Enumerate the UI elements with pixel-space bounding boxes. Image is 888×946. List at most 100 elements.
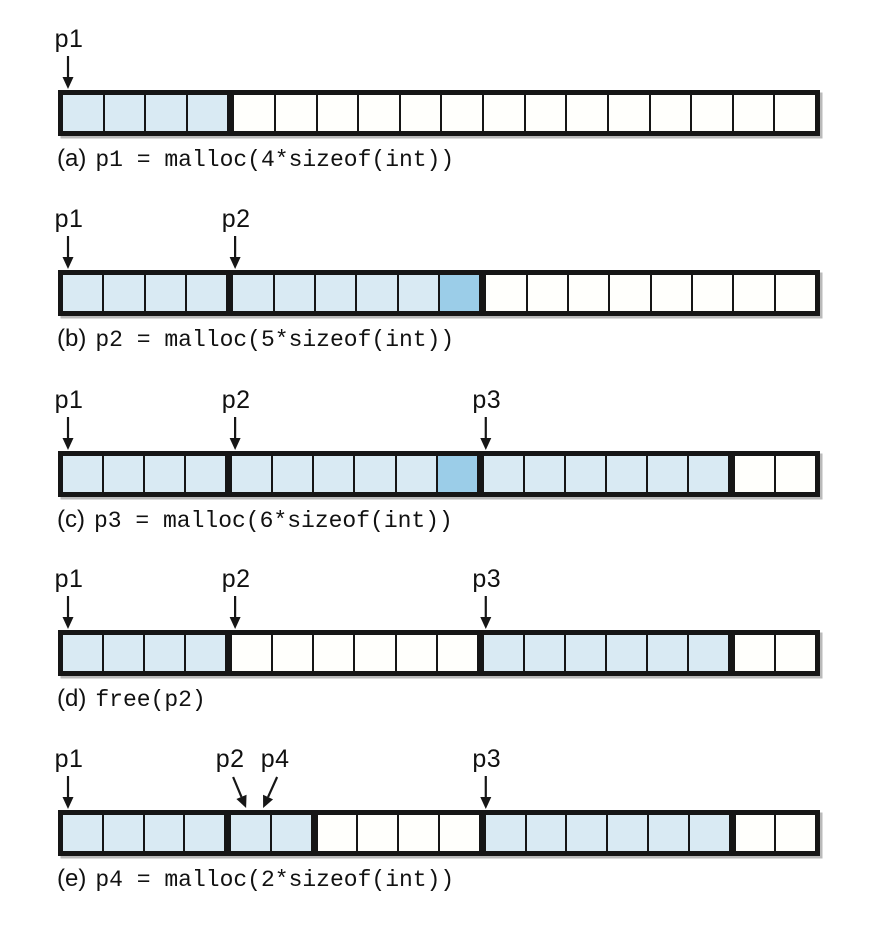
heap-cell: [565, 635, 605, 671]
pointer-arrow-layer: [62, 596, 492, 629]
pointer-arrowhead-p1: [62, 77, 74, 89]
pointer-label-p4: p4: [260, 745, 290, 773]
heap-cell: [689, 815, 729, 851]
heap-cell: [647, 456, 687, 492]
heap-cell: [398, 275, 438, 311]
heap-cell: [525, 95, 566, 131]
heap-cell: [733, 95, 774, 131]
heap-cell: [735, 815, 775, 851]
pointer-arrowhead-p1: [62, 617, 74, 629]
heap-cell: [400, 95, 441, 131]
heap-cell: [776, 815, 816, 851]
pointer-arrowhead-p2: [229, 438, 241, 450]
heap-cell: [145, 275, 185, 311]
heap-cell: [524, 635, 564, 671]
pointer-label-p1: p1: [54, 565, 84, 593]
heap-cell: [273, 635, 313, 671]
heap-cell: [692, 95, 732, 131]
heap-cell: [692, 275, 733, 311]
heap-cell: [483, 635, 523, 671]
heap-cell: [273, 456, 313, 492]
pointer-arrowhead-p3: [480, 617, 492, 629]
heap-cell: [359, 95, 399, 131]
caption-code: free(p2): [95, 687, 206, 713]
heap-cell: [315, 275, 356, 311]
heap-cell: [234, 95, 275, 131]
heap-cell: [186, 456, 226, 492]
heap-cell: [606, 635, 646, 671]
heap-cell: [63, 456, 103, 492]
heap-cell: [357, 275, 397, 311]
pointer-arrowhead-p2: [236, 794, 247, 808]
heap-cell: [104, 635, 144, 671]
heap-cell: [606, 456, 646, 492]
heap-cell: [358, 815, 398, 851]
pointer-arrowhead-p2: [229, 617, 241, 629]
pointer-arrowhead-p1: [62, 257, 74, 269]
heap-cell: [647, 635, 687, 671]
heap-cell: [232, 635, 272, 671]
caption-a: (a) p1 = malloc(4*sizeof(int)): [57, 145, 454, 173]
heap-cell: [442, 95, 483, 131]
heap-cell: [775, 95, 815, 131]
heap-cell: [187, 95, 228, 131]
heap-cell: [440, 815, 479, 851]
pointer-arrowhead-p4: [263, 794, 274, 808]
heap-cell: [608, 815, 647, 851]
heap-cell: [233, 275, 273, 311]
pointer-label-p3: p3: [472, 386, 502, 414]
heap-cell: [567, 95, 607, 131]
heap-cell: [104, 275, 144, 311]
heap-cell: [396, 635, 436, 671]
caption-label: (d): [57, 685, 87, 712]
pointer-label-p1: p1: [54, 25, 84, 53]
heap-bar-e: [58, 810, 820, 856]
heap-cell: [185, 815, 225, 851]
heap-cell: [399, 815, 439, 851]
pointer-arrowhead-p2: [229, 257, 241, 269]
heap-cell: [439, 275, 480, 311]
heap-cell: [610, 275, 650, 311]
heap-cell: [271, 815, 311, 851]
pointer-arrowhead-p3: [480, 438, 492, 450]
heap-cell: [483, 456, 523, 492]
heap-cell: [567, 815, 607, 851]
pointer-arrow-stem-p4: [267, 776, 279, 798]
pointer-label-p1: p1: [54, 745, 84, 773]
pointer-arrowhead-p3: [480, 797, 492, 809]
heap-cell: [568, 275, 609, 311]
caption-code: p1 = malloc(4*sizeof(int)): [95, 147, 455, 173]
heap-cell: [186, 635, 226, 671]
heap-cell: [63, 815, 102, 851]
heap-cell: [314, 635, 354, 671]
heap-bar-c: [58, 451, 820, 497]
pointer-arrow-stem-p2: [232, 776, 243, 798]
pointer-label-p3: p3: [472, 745, 502, 773]
heap-cell: [775, 275, 815, 311]
pointer-label-p1: p1: [54, 386, 84, 414]
heap-cell: [524, 456, 564, 492]
heap-cell: [146, 95, 186, 131]
malloc-step-a: (a) p1 = malloc(4*sizeof(int)) p1: [0, 15, 888, 195]
caption-d: (d) free(p2): [57, 685, 206, 713]
heap-cell: [526, 815, 566, 851]
pointer-label-p3: p3: [472, 565, 502, 593]
heap-cell: [485, 815, 525, 851]
heap-cell: [145, 635, 185, 671]
pointer-arrowhead-p1: [62, 797, 74, 809]
heap-cell: [63, 95, 103, 131]
caption-code: p3 = malloc(6*sizeof(int)): [93, 508, 453, 534]
heap-cell: [688, 456, 728, 492]
heap-cell: [186, 275, 227, 311]
heap-cell: [104, 456, 144, 492]
pointer-label-p1: p1: [54, 205, 84, 233]
heap-cell: [608, 95, 649, 131]
caption-e: (e) p4 = malloc(2*sizeof(int)): [57, 865, 454, 893]
pointer-arrow-layer: [62, 776, 492, 809]
pointer-label-p2: p2: [215, 745, 245, 773]
heap-cell: [231, 815, 270, 851]
heap-cell: [650, 95, 691, 131]
